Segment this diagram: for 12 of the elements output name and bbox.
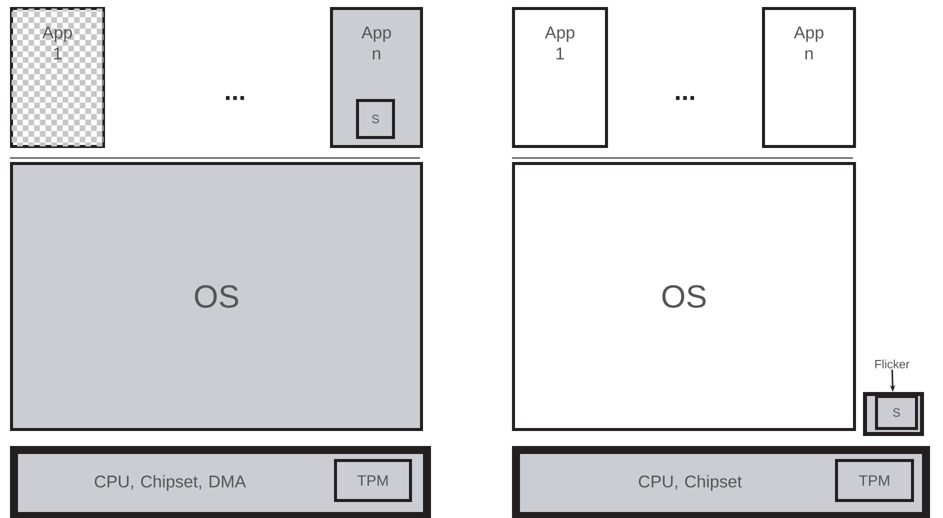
ellipsis: ...	[226, 96, 244, 100]
module-box: S	[356, 99, 395, 139]
app-box: App 1	[10, 7, 105, 148]
module-box: S	[875, 395, 918, 430]
app-box: App n	[762, 7, 856, 148]
flicker-label: Flicker	[875, 360, 910, 368]
tpm-box: TPM	[334, 459, 412, 502]
tpm-box: TPM	[835, 459, 914, 502]
ellipsis: ...	[676, 96, 694, 100]
os-box: OS	[10, 162, 423, 431]
os-box: OS	[512, 162, 856, 431]
app-box: App 1	[512, 7, 608, 148]
